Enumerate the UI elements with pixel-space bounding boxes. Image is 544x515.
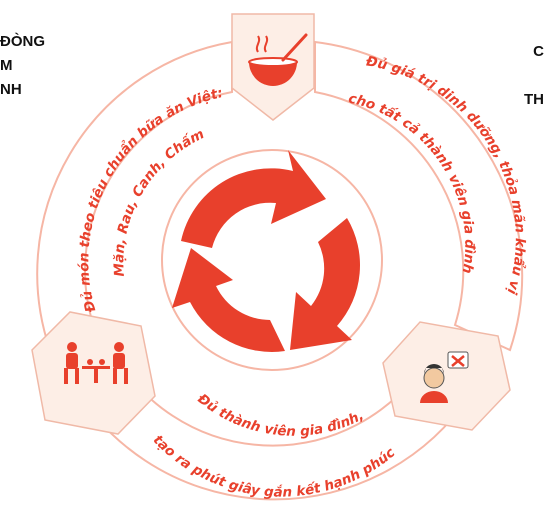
top-badge — [231, 13, 315, 121]
left-cropped-text: ĐÒNG M NH — [0, 30, 45, 102]
right-text-line-1: C — [533, 43, 544, 60]
cycle-arrow-bottom — [172, 248, 285, 352]
hot-soup-bowl-icon — [248, 33, 308, 86]
right-badge — [382, 321, 511, 431]
left-text-line-1: ĐÒNG — [0, 33, 45, 50]
right-text-line-2: TH — [524, 91, 544, 108]
cycle-arrow-right — [290, 218, 360, 350]
person-with-crossed-speech-icon — [420, 351, 469, 403]
left-badge — [31, 311, 156, 435]
segment-bottom-line-1: Đủ thành viên gia đình, — [194, 390, 367, 440]
ring-segment-right — [314, 40, 524, 352]
cycle-arrow-top — [181, 150, 326, 248]
outer-ring — [36, 40, 524, 501]
left-text-line-2: M — [0, 57, 13, 74]
right-cropped-text: C TH — [524, 40, 544, 112]
right-badge-shape — [382, 321, 511, 431]
left-text-line-3: NH — [0, 81, 22, 98]
cycle-arrows — [172, 150, 360, 352]
left-badge-shape — [31, 311, 156, 435]
family-dining-table-icon — [64, 342, 128, 384]
